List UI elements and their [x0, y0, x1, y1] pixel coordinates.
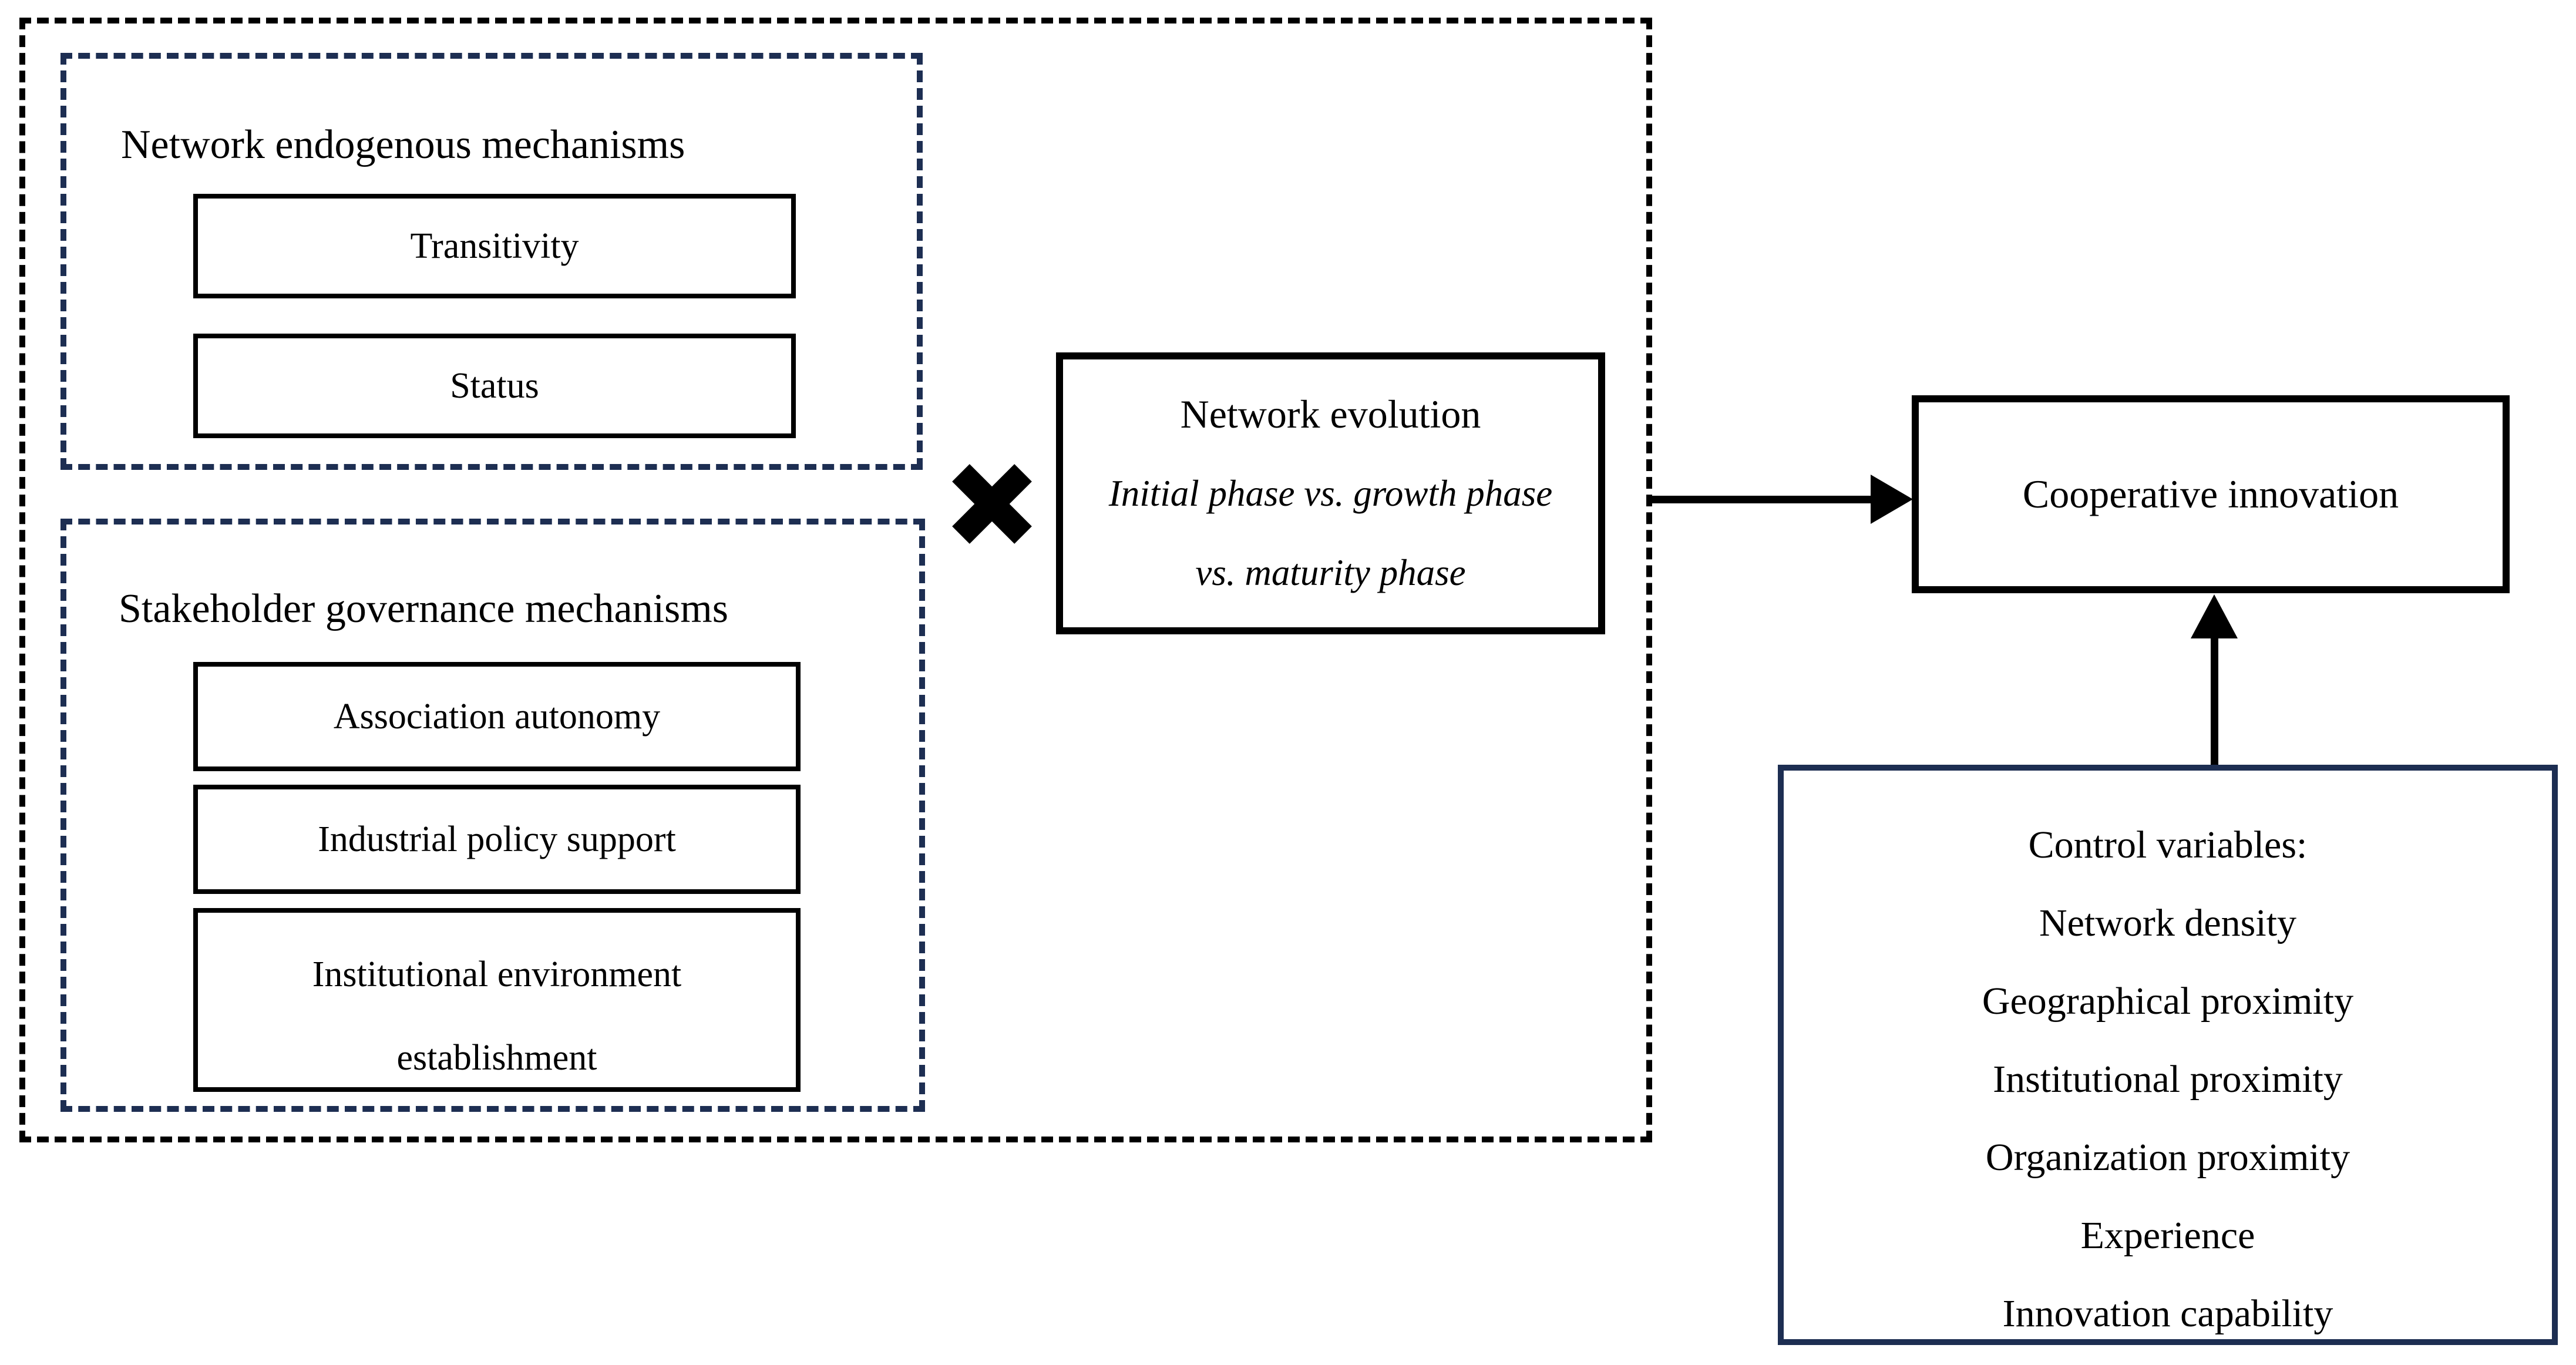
industrial-policy-label: Industrial policy support — [318, 819, 676, 859]
transitivity-label: Transitivity — [410, 226, 579, 266]
cooperative-innovation-label: Cooperative innovation — [2022, 472, 2399, 516]
arrow-controls-to-innovation-shaft — [2211, 636, 2218, 766]
governance-mechanisms-panel — [60, 519, 925, 1112]
control-variables-heading: Control variables: — [2028, 823, 2308, 866]
heavy-multiplication-x-icon — [948, 460, 1036, 548]
arrow-evolution-to-innovation-head — [1871, 475, 1913, 524]
governance-panel-title: Stakeholder governance mechanisms — [119, 586, 728, 631]
arrow-evolution-to-innovation-shaft — [1652, 496, 1876, 503]
control-variable-item: Geographical proximity — [1982, 980, 2354, 1023]
evolution-phase-line2: vs. maturity phase — [1195, 552, 1466, 593]
control-variable-item: Network density — [2039, 902, 2297, 944]
cooperative-innovation-box: Cooperative innovation — [1912, 395, 2510, 593]
institutional-environment-line1: Institutional environment — [312, 954, 682, 994]
control-variable-item: Organization proximity — [1985, 1136, 2350, 1179]
control-variable-item: Experience — [2080, 1214, 2255, 1257]
endogenous-mechanisms-panel — [60, 53, 923, 470]
status-box: Status — [193, 334, 796, 438]
control-variable-item: Innovation capability — [2002, 1292, 2333, 1335]
institutional-environment-line2: establishment — [396, 1038, 597, 1078]
arrow-controls-to-innovation-head — [2191, 594, 2238, 638]
institutional-environment-box: Institutional environment establishment — [193, 908, 801, 1092]
network-evolution-title: Network evolution — [1180, 391, 1481, 436]
transitivity-box: Transitivity — [193, 194, 796, 298]
status-label: Status — [450, 365, 539, 406]
moderation-frame — [19, 18, 1652, 1142]
control-variables-box: Control variables: Network density Geogr… — [1778, 765, 2558, 1345]
industrial-policy-box: Industrial policy support — [193, 785, 801, 894]
association-autonomy-box: Association autonomy — [193, 662, 801, 771]
evolution-phase-line1: Initial phase vs. growth phase — [1108, 472, 1553, 514]
control-variable-item: Institutional proximity — [1993, 1058, 2343, 1101]
endogenous-panel-title: Network endogenous mechanisms — [121, 122, 685, 167]
association-autonomy-label: Association autonomy — [333, 696, 661, 737]
network-evolution-box: Network evolution Initial phase vs. grow… — [1056, 352, 1605, 634]
